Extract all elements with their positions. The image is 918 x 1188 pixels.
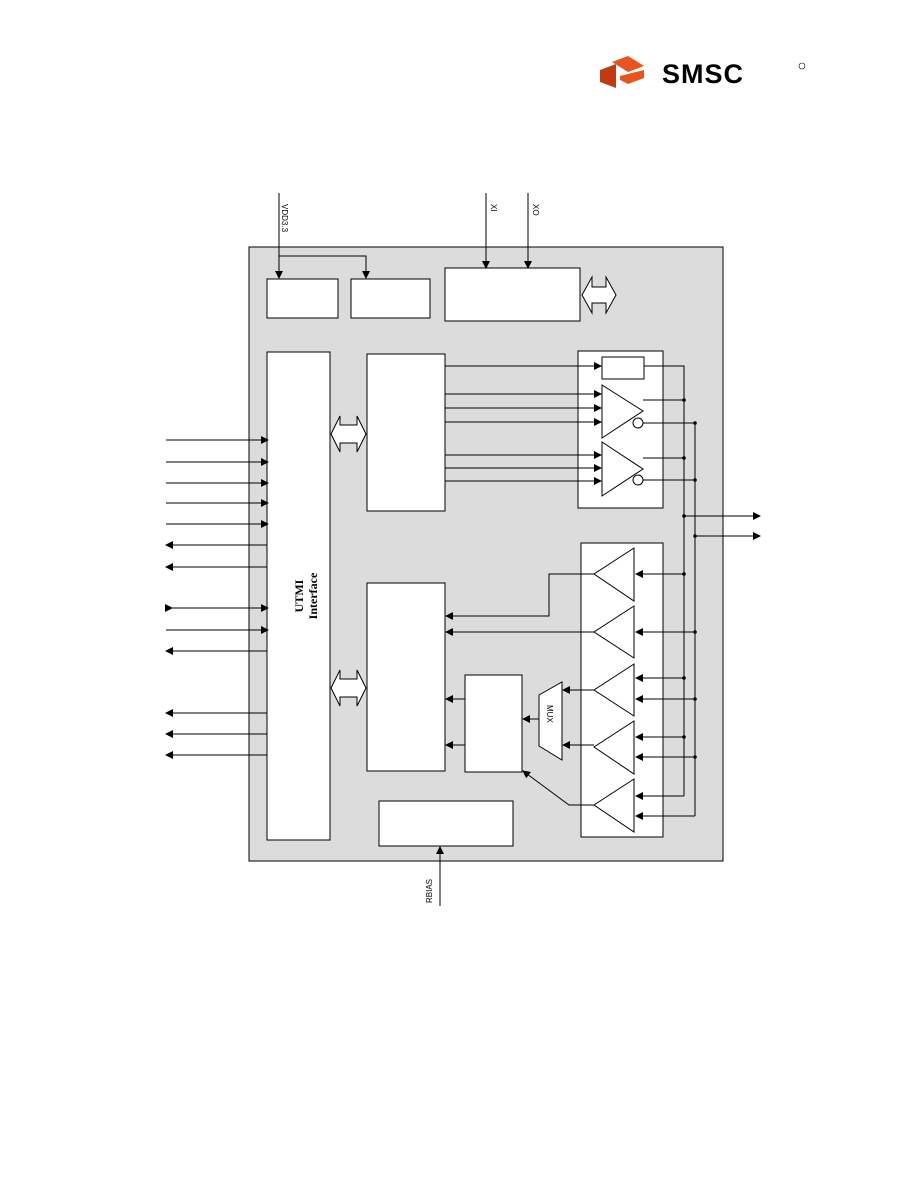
mux-label: MUX bbox=[545, 705, 554, 723]
driver-triangle-1 bbox=[601, 384, 644, 439]
pin-label-xo: XO bbox=[531, 204, 540, 216]
smsc-logo-icon bbox=[600, 56, 644, 88]
transmit-logic-block bbox=[366, 353, 446, 512]
pll-bus-arrow bbox=[581, 275, 617, 315]
logo-text: SMSC bbox=[662, 59, 744, 89]
junction-dot bbox=[682, 514, 686, 518]
logo-mark-right bbox=[620, 70, 644, 84]
junction-dot bbox=[682, 456, 686, 460]
bias-block bbox=[378, 800, 514, 847]
junction-dot bbox=[693, 421, 697, 425]
receive-logic-block bbox=[366, 582, 446, 772]
pll-block bbox=[444, 267, 581, 322]
smsc-logo: SMSC bbox=[600, 56, 806, 89]
mux-block bbox=[538, 681, 563, 761]
logo-mark-top bbox=[612, 56, 644, 72]
utmi-rx-bus-arrow bbox=[330, 669, 367, 707]
logo-mark-left bbox=[600, 64, 616, 88]
receiver-triangle-1 bbox=[593, 547, 635, 602]
driver-triangle-2 bbox=[601, 441, 644, 497]
dp-trunk bbox=[644, 365, 685, 796]
utmi-interface-block bbox=[266, 351, 331, 841]
power-block bbox=[350, 278, 431, 319]
utmi-external-signals bbox=[165, 436, 269, 759]
receiver-triangle-4 bbox=[593, 720, 635, 775]
junction-dot bbox=[693, 534, 697, 538]
receiver-triangle-5 bbox=[593, 778, 635, 833]
receiver-triangle-3 bbox=[593, 663, 635, 717]
vdd33-branch bbox=[279, 255, 370, 279]
registered-mark-icon bbox=[798, 62, 806, 70]
regulator-block bbox=[266, 278, 339, 319]
rx1-output bbox=[445, 573, 594, 620]
interface-label: Interface bbox=[306, 572, 320, 619]
pin-label-xi: XI bbox=[489, 204, 498, 212]
utmi-tx-bus-arrow bbox=[330, 415, 367, 453]
junction-dot bbox=[693, 478, 697, 482]
clock-recovery-block bbox=[464, 674, 523, 773]
driver-inverter-bubble-2 bbox=[632, 474, 644, 486]
driver-inverter-bubble-1 bbox=[632, 417, 644, 429]
receiver-triangle-2 bbox=[593, 605, 635, 659]
pin-label-vdd33: VDD3.3 bbox=[280, 204, 289, 233]
pin-label-rbias: RBIAS bbox=[425, 879, 434, 903]
pullup-block bbox=[601, 356, 645, 380]
rx5-output bbox=[522, 770, 594, 806]
junction-dot bbox=[682, 398, 686, 402]
utmi-label: UTMI bbox=[292, 579, 306, 612]
